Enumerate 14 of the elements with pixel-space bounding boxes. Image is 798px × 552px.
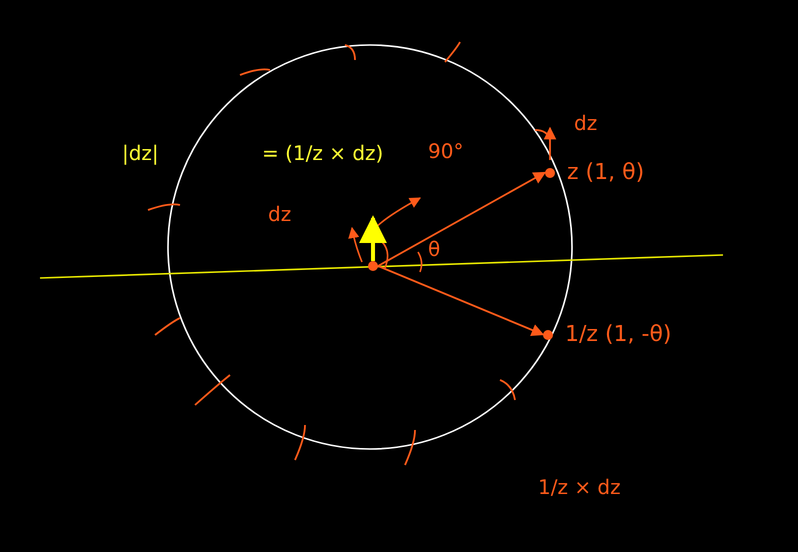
arrow: [378, 172, 546, 267]
arrow: [544, 126, 556, 160]
vector-label: dz: [268, 203, 292, 225]
arrow: [378, 265, 544, 336]
handwritten-note: |dz|: [122, 142, 159, 164]
handwritten-note: = (1/z × dz): [262, 142, 384, 164]
arrow: [359, 215, 387, 261]
origin-point: [368, 261, 378, 271]
handwritten-note: 1/z × dz: [538, 476, 621, 498]
point-label: z (1, θ): [567, 160, 644, 185]
angle-label: 90°: [428, 140, 464, 162]
angle-label: θ: [428, 238, 440, 260]
vector-label: dz: [574, 112, 598, 134]
point-label: 1/z (1, -θ): [565, 322, 672, 347]
